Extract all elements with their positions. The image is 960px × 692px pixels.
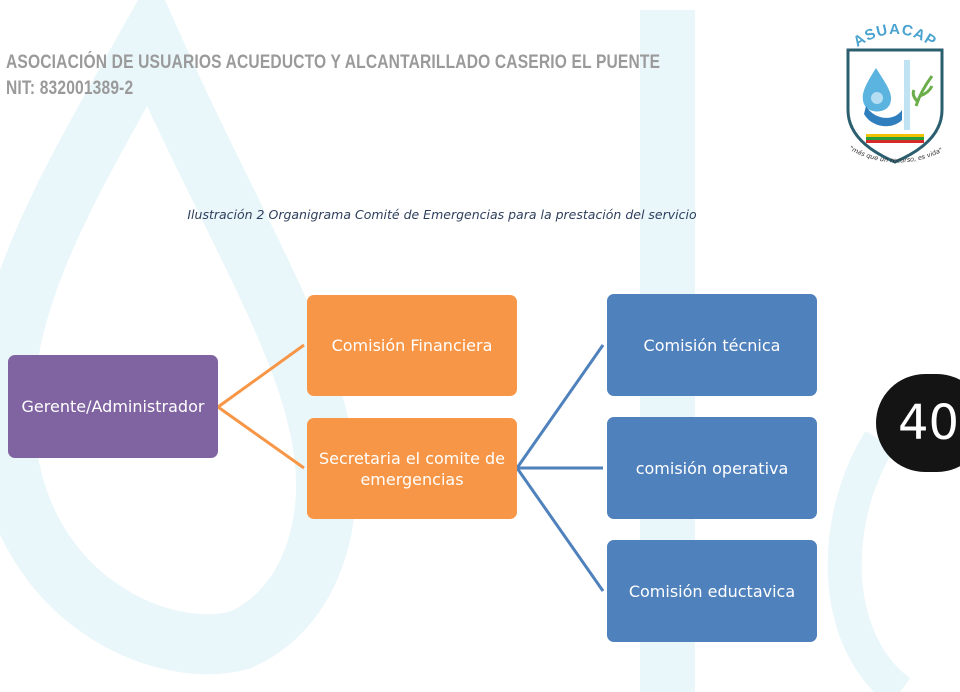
node-comision-operativa: comisión operativa [607,417,817,519]
connector-root-to-secretaria [217,405,305,470]
svg-text:ASUACAP: ASUACAP [850,21,939,51]
node-comision-financiera: Comisión Financiera [307,295,517,396]
node-gerente-administrador: Gerente/Administrador [8,355,218,458]
connector-secretaria-to-tecnica [515,344,605,469]
organization-nit: NIT: 832001389-2 [6,78,134,99]
page-number-badge: 40 [876,374,960,472]
connector-secretaria-to-eductavica [515,467,605,592]
diagram-caption: Ilustración 2 Organigrama Comité de Emer… [187,207,697,222]
asuacap-logo: ASUACAP "más que un recurso, es vida" [846,21,944,165]
node-comision-eductavica: Comisión eductavica [607,540,817,642]
connector-root-to-financiera [217,343,305,409]
organization-header: ASOCIACIÓN DE USUARIOS ACUEDUCTO Y ALCAN… [6,52,804,100]
organization-name: ASOCIACIÓN DE USUARIOS ACUEDUCTO Y ALCAN… [6,52,661,73]
node-secretaria-comite-emergencias: Secretaria el comite de emergencias [307,418,517,519]
node-comision-tecnica: Comisión técnica [607,294,817,396]
logo-title: ASUACAP [850,21,938,51]
